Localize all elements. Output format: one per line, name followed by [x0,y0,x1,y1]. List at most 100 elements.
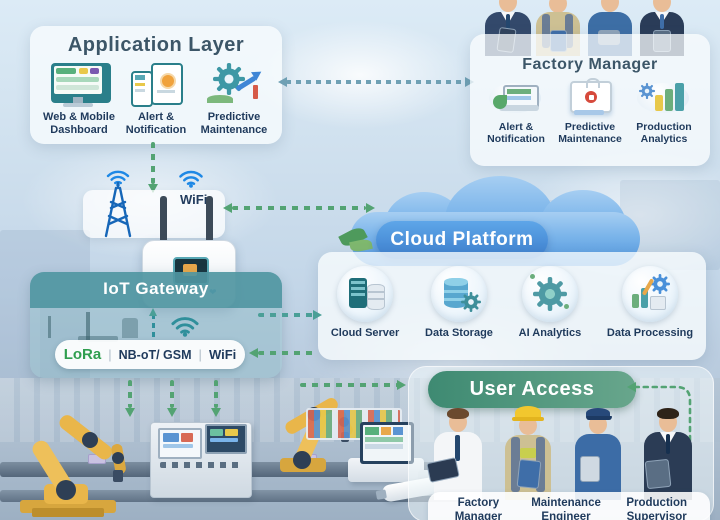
screen-tile [210,438,238,442]
head [499,0,517,12]
phone-line [135,83,145,86]
wifi-icon [170,314,200,337]
tablet-line [157,90,175,93]
server-tower [349,278,368,308]
screen-tile [365,444,403,449]
tablet-device [580,456,600,482]
arrowhead-down [211,408,221,417]
protocol-wifi: WiFi [208,347,237,362]
hmi-screen-right [205,424,247,454]
silhouette-figure [122,318,138,338]
arrow-gateway-to-floor [214,380,218,408]
fm-item-label: Production Analytics [636,121,692,146]
chart-bar [641,288,648,308]
server-slot [351,287,366,290]
arrowhead-down [125,408,135,417]
overall-strap [542,14,550,48]
sparkle [563,304,569,309]
phone-header [135,75,145,80]
cloud-services-panel: Cloud Server Data Storage AI Analytics [318,252,706,360]
person-executive [636,408,698,500]
silhouette-base [78,336,118,342]
head [653,0,671,12]
green-hill [207,95,233,103]
role-label-production-supervisor: Production Supervisor [626,497,688,520]
screen-tile [163,444,193,448]
app-item-alert: Alert & Notification [118,63,194,137]
person-production-supervisor [566,408,628,500]
gateway-header: IoT Gateway [30,272,282,308]
role-label-factory-manager: Factory Manager [454,497,502,520]
app-item-dashboard: Web & Mobile Dashboard [40,63,118,137]
service-ai-analytics: AI Analytics [519,266,581,340]
screen-tile [56,77,99,82]
wifi-icon [178,168,204,188]
shadow-base [574,110,604,115]
screen-tile [181,433,193,442]
predictive-maintenance-icon [566,78,614,117]
vest-patch [520,448,536,458]
antenna [206,196,213,244]
service-label: Cloud Server [330,327,400,339]
hmi-screen-left [158,428,202,459]
sparkle [529,274,535,279]
monitor-base [63,103,93,107]
screen-tile [225,429,238,436]
user-roles-bar: Factory Manager Maintenance Engineer Pro… [428,492,710,520]
hard-hat [515,406,541,419]
hard-hat-brim [512,417,544,421]
arrowhead-left [278,77,287,87]
alert-dot [160,73,176,89]
screen-tile [365,427,379,435]
chart-bar [655,95,663,111]
fm-item-label: Predictive Maintenance [558,121,622,146]
server-slot [351,281,366,284]
chart-bar [632,294,639,308]
screen-tile [163,433,179,442]
web-mobile-dashboard-icon [49,63,111,107]
service-label: Data Storage [425,327,493,339]
arrow-gateway-cloud [232,206,366,210]
screen-tile [90,68,99,74]
mini-up-arrow-dashes [152,314,155,340]
arrowhead-left [223,203,232,213]
screen-tile [210,429,223,436]
application-layer-panel: Application Layer [30,26,282,144]
arrowhead-right [366,203,375,213]
db-band [368,298,385,300]
screen-tile [79,68,88,74]
chart-bar [665,89,673,111]
chart-bar [253,85,258,99]
mast-silhouette [86,312,90,340]
alert-notification-icon [489,79,543,117]
monitor-stand [73,97,83,103]
production-analytics-icon [637,79,691,117]
factory-manager-panel: Factory Manager Alert & Notification [470,34,710,166]
plant-leaf [493,95,507,109]
laptop-base [499,105,539,111]
screen-tile [365,437,403,442]
service-label: Data Processing [606,327,694,339]
protocol-separator: | [108,347,112,362]
app-item-predictive: Predictive Maintenance [194,63,274,137]
cap [586,408,610,418]
laptop-display [363,425,411,461]
head [549,0,567,13]
robot-arm-left [20,415,126,517]
arrowhead-right [397,380,406,390]
arrowhead-down [167,408,177,417]
phone-line [135,89,145,92]
camera-mount [375,489,387,500]
laptop-screen [360,422,414,464]
folder-device [516,458,542,490]
tie [455,435,460,461]
cloud-platform-title: Cloud Platform [390,229,534,250]
arrow-cloudservices-to-gateway [258,351,316,355]
app-item-label: Alert & Notification [125,111,187,136]
db-band [368,291,385,293]
db-cylinder [367,284,386,310]
arrow-floor-to-useraccess [300,383,398,387]
service-cloud-server: Cloud Server [331,266,399,340]
app-item-label: Web & Mobile Dashboard [43,111,115,136]
alert-dot-core [588,94,594,100]
